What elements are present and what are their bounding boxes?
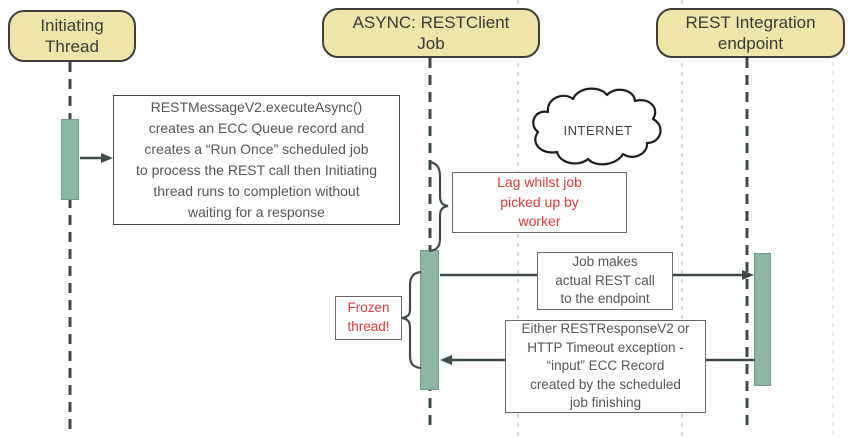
execute-async-arrow: [80, 153, 113, 163]
rest-call-note-text: Job makes actual REST call to the endpoi…: [555, 253, 655, 307]
execute-async-note-text: RESTMessageV2.executeAsync() creates an …: [136, 99, 377, 220]
activation-bar-initiating-thread: [61, 119, 79, 200]
lifeline-header-initiating-thread: Initiating Thread: [8, 10, 136, 62]
activation-bar-restclient-job: [420, 250, 439, 390]
lifeline-header-rest-integration-endpoint: REST Integration endpoint: [656, 8, 845, 58]
internet-label: INTERNET: [563, 122, 633, 138]
frozen-thread-note: Frozen thread!: [335, 296, 402, 340]
activation-bar-rest-endpoint: [754, 253, 771, 386]
lifeline-header-async-restclient-job: ASYNC: RESTClient Job: [322, 8, 540, 58]
lag-note-text: Lag whilst job picked up by worker: [497, 173, 582, 230]
lag-period-brace: [428, 160, 449, 253]
rest-call-note: Job makes actual REST call to the endpoi…: [537, 252, 673, 310]
lag-note: Lag whilst job picked up by worker: [452, 172, 627, 233]
frozen-thread-brace: [401, 270, 422, 370]
response-note: Either RESTResponseV2 or HTTP Timeout ex…: [505, 320, 706, 413]
lifeline-label: Initiating Thread: [40, 15, 104, 56]
frozen-thread-note-text: Frozen thread!: [347, 300, 390, 334]
execute-async-note: RESTMessageV2.executeAsync() creates an …: [113, 95, 400, 225]
lifeline-label: REST Integration endpoint: [685, 12, 816, 53]
lifeline-label: ASYNC: RESTClient Job: [352, 12, 510, 53]
cloud-icon: [532, 87, 662, 166]
internet-cloud: INTERNET: [527, 86, 669, 172]
response-note-text: Either RESTResponseV2 or HTTP Timeout ex…: [521, 320, 690, 411]
